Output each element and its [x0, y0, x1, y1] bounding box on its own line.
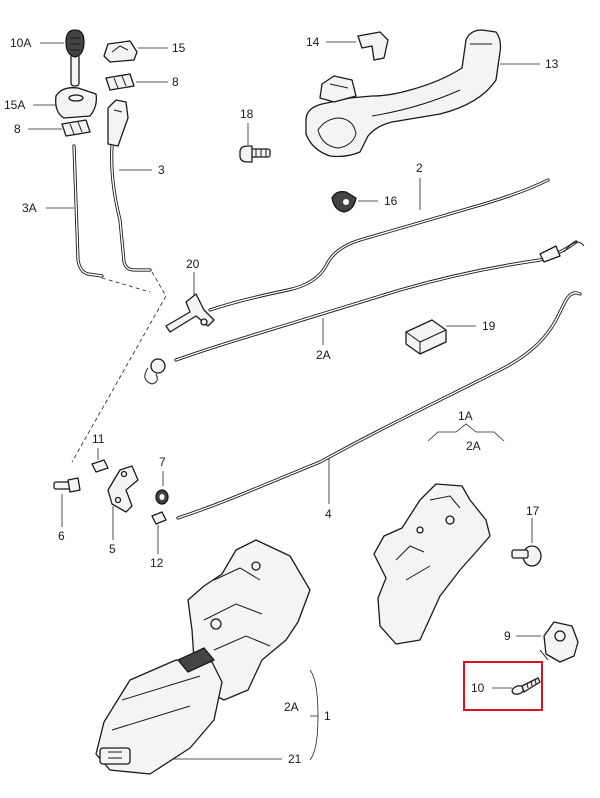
callout-19: 19: [482, 319, 496, 333]
callout-1A: 1A: [458, 409, 473, 423]
lock-1A: [373, 483, 491, 645]
clip-16: [331, 191, 357, 213]
bezel-15: [103, 40, 138, 63]
callout-12: 12: [150, 556, 164, 570]
callout-2A-bracket: 2A: [466, 439, 481, 453]
callout-8-left: 8: [14, 122, 21, 136]
callout-1: 1: [324, 709, 331, 723]
callout-10A: 10A: [10, 36, 31, 50]
callout-11: 11: [92, 432, 105, 446]
callout-4: 4: [325, 507, 332, 521]
rod-2: [208, 178, 550, 312]
callout-2: 2: [416, 161, 423, 175]
callout-15A: 15A: [4, 98, 25, 112]
pad-19: [405, 319, 447, 355]
callout-21: 21: [288, 752, 302, 766]
callout-2A-mid: 2A: [316, 348, 331, 362]
bezel-15A: [55, 87, 98, 119]
callout-2A-lower: 2A: [284, 700, 299, 714]
screw-18: [239, 145, 271, 163]
callout-16: 16: [384, 194, 398, 208]
interior-handle-assembly: [55, 29, 167, 463]
callout-10: 10: [471, 681, 485, 695]
lever-20: [165, 293, 215, 333]
callout-13: 13: [545, 57, 559, 71]
callout-18: 18: [240, 107, 254, 121]
callout-5: 5: [109, 542, 116, 556]
bracket-5: [107, 465, 139, 513]
callout-8-top: 8: [172, 75, 179, 89]
rod-3A: [72, 144, 104, 278]
clip-8-left: [61, 119, 91, 137]
knob-10A: [65, 29, 85, 87]
leader-lines: [28, 41, 541, 761]
screw-10: [511, 677, 541, 695]
bolt-12: [151, 511, 167, 525]
clip-8-top: [105, 73, 135, 91]
actuator-21: [95, 647, 223, 775]
callout-6: 6: [58, 529, 65, 543]
bolt-6: [53, 477, 81, 493]
clip-14: [357, 31, 389, 61]
screw-17: [511, 545, 542, 567]
callout-labels: 10A 15 8 15A 8 3 3A 14 13 18 16 2 20 2A …: [4, 35, 559, 766]
callout-17: 17: [526, 504, 540, 518]
callout-15-top: 15: [172, 41, 186, 55]
cable-2A: [144, 240, 585, 385]
bracket-9: [539, 621, 579, 663]
callout-3A: 3A: [22, 201, 37, 215]
callout-9: 9: [504, 629, 511, 643]
lever-rod-3: [107, 99, 152, 272]
highlight-box-10: [463, 661, 543, 711]
bolt-11: [91, 459, 109, 473]
bushing-7: [155, 489, 169, 505]
callout-3: 3: [158, 163, 165, 177]
callout-20: 20: [186, 257, 200, 271]
callout-14: 14: [306, 35, 320, 49]
callout-7: 7: [159, 455, 166, 469]
rod-4: [176, 291, 582, 520]
exterior-handle-13: [305, 29, 502, 158]
